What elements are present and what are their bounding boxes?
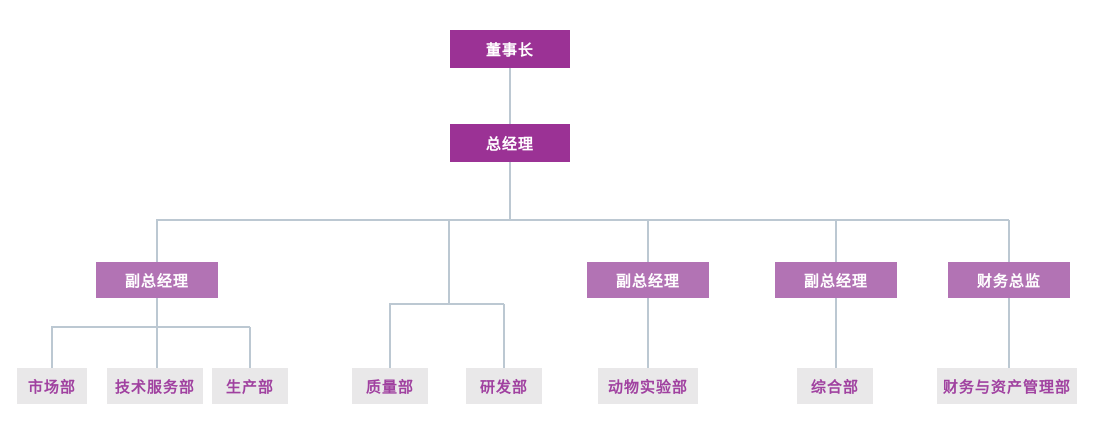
connector-line xyxy=(51,326,250,328)
org-node-dept-quality: 质量部 xyxy=(352,368,428,404)
connector-line xyxy=(51,327,53,368)
org-node-dept-finance-asset: 财务与资产管理部 xyxy=(937,368,1077,404)
org-node-dept-animal-lab: 动物实验部 xyxy=(598,368,698,404)
org-node-dept-production: 生产部 xyxy=(212,368,288,404)
connector-line xyxy=(1008,220,1010,262)
connector-line xyxy=(509,68,511,124)
connector-line xyxy=(389,304,391,368)
org-node-finance-director: 财务总监 xyxy=(948,262,1070,298)
connector-line xyxy=(249,327,251,368)
connector-line xyxy=(156,220,158,262)
connector-line xyxy=(156,298,158,368)
connector-line xyxy=(835,298,837,368)
org-node-dept-marketing: 市场部 xyxy=(17,368,87,404)
org-node-deputy-gm-2: 副总经理 xyxy=(587,262,709,298)
org-node-deputy-gm-1: 副总经理 xyxy=(96,262,218,298)
org-node-general-manager: 总经理 xyxy=(450,124,570,162)
connector-line xyxy=(835,220,837,262)
org-node-deputy-gm-3: 副总经理 xyxy=(775,262,897,298)
org-node-dept-general-affairs: 综合部 xyxy=(797,368,873,404)
org-node-dept-rnd: 研发部 xyxy=(466,368,542,404)
connector-line xyxy=(647,220,649,262)
connector-line xyxy=(1008,298,1010,368)
org-node-chairman: 董事长 xyxy=(450,30,570,68)
connector-line xyxy=(647,298,649,368)
connector-line xyxy=(509,162,511,220)
org-node-dept-tech-service: 技术服务部 xyxy=(107,368,203,404)
connector-line xyxy=(448,220,450,304)
connector-line xyxy=(156,219,1009,221)
connector-line xyxy=(389,303,504,305)
connector-line xyxy=(503,304,505,368)
